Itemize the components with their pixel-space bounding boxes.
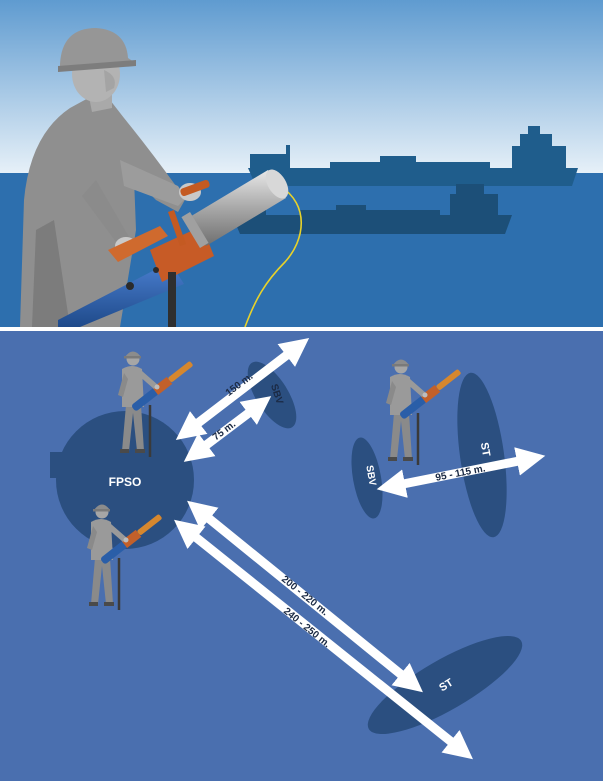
st-label-right: ST (478, 442, 492, 458)
diagram-background (0, 331, 603, 781)
line-launcher (58, 169, 289, 327)
offshore-scene (0, 0, 603, 328)
arrow-75m (183, 396, 272, 462)
panel-divider (0, 327, 603, 331)
sbv-vessel-right (351, 437, 383, 519)
arrow-240-250m (174, 519, 473, 760)
tanker-ship-icon (248, 126, 578, 186)
arrow-95-115m (376, 447, 546, 498)
fpso-vessel (50, 411, 194, 549)
shooting-line (244, 185, 302, 328)
distance-arrows (174, 337, 546, 760)
person-with-line-launcher-icon (20, 28, 201, 327)
distance-diagram: FPSO SBV SBV ST ST 150 m. 75 m. 95 - 115… (0, 331, 603, 781)
fpso-label: FPSO (109, 475, 142, 489)
sbv-label-right: SBV (363, 464, 377, 486)
